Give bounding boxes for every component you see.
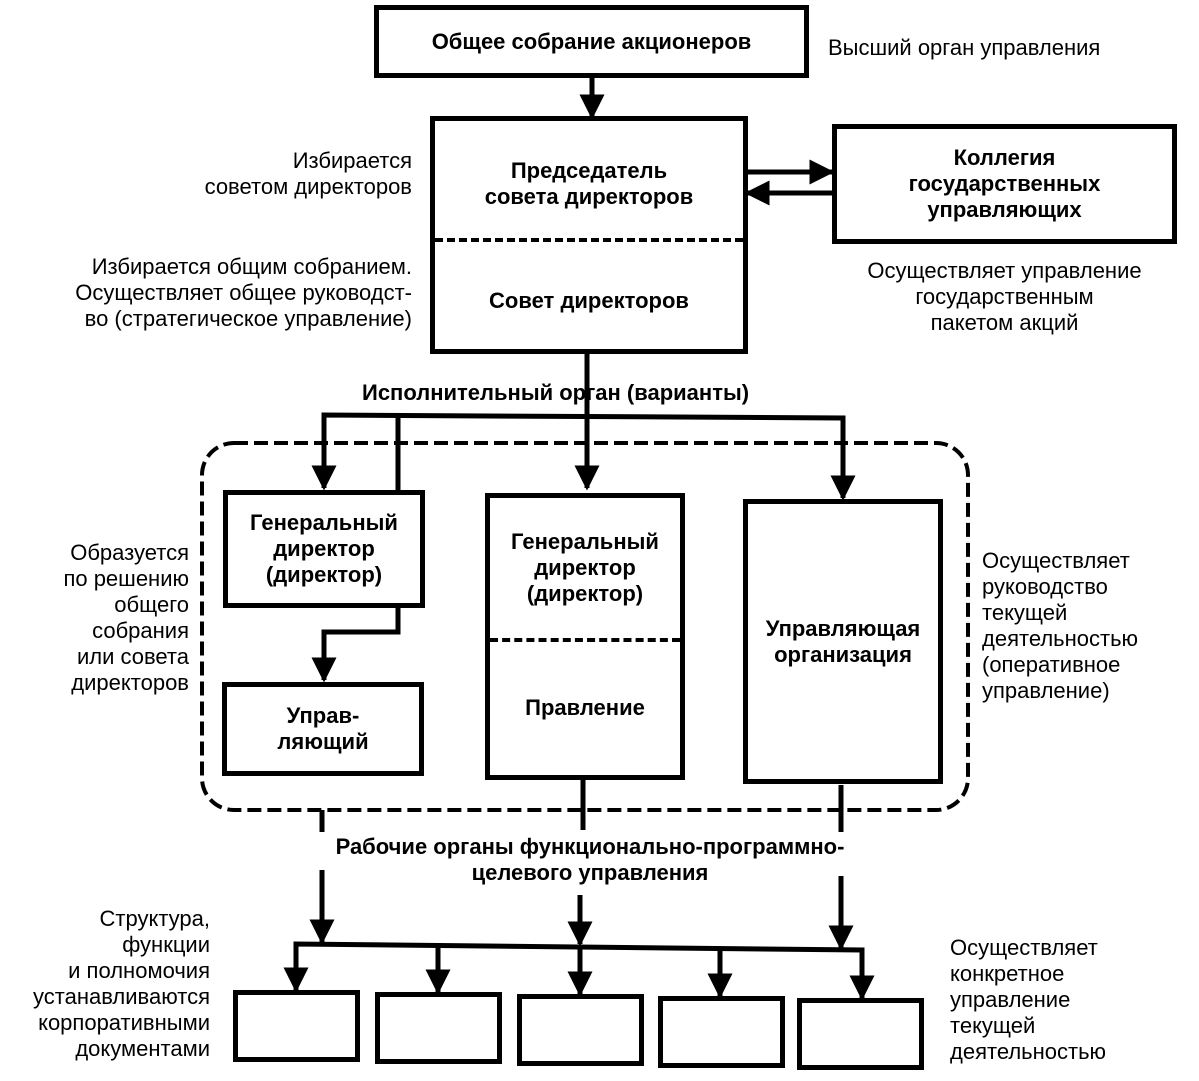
gen-director-2-label: Генеральный директор (директор) [511, 529, 659, 606]
board-label: Совет директоров [489, 288, 689, 313]
management-org-box: Управляющая организация [743, 499, 943, 784]
gen-director-box-1: Генеральный директор (директор) [223, 490, 425, 608]
working-body-box-5 [797, 998, 924, 1070]
executive-variants-container [200, 441, 970, 812]
elected-by-board-note: Избирается советом директоров [204, 148, 412, 199]
chairman-board-divider [435, 238, 743, 242]
elected-by-meeting-note: Избирается общим собранием. Осуществляет… [75, 254, 412, 331]
working-body-box-3 [517, 994, 644, 1066]
working-body-box-1 [233, 990, 360, 1062]
formed-by-decision-note: Образуется по решению общего собрания ил… [63, 540, 189, 695]
executive-board-label: Правление [525, 695, 645, 720]
management-org-label: Управляющая организация [765, 615, 921, 667]
line-executive-bus [321, 412, 846, 498]
shareholders-meeting-box: Общее собрание акционеров [374, 5, 809, 78]
collegium-box: Коллегия государственных управляющих [832, 124, 1177, 244]
supreme-body-note: Высший орган управления [828, 35, 1101, 60]
shareholders-meeting-label: Общее собрание акционеров [431, 28, 752, 54]
executive-variants-text: Исполнительный орган (варианты) [362, 380, 750, 405]
gen-director-board-divider [490, 638, 680, 642]
chairman-label: Председатель совета директоров [484, 158, 694, 209]
gen-director-board-box: Генеральный директор (директор) Правлени… [485, 493, 685, 780]
executive-variants-title: Исполнительный орган (варианты) [362, 380, 749, 406]
working-body-box-4 [658, 996, 785, 1068]
working-bodies-title: Рабочие органы функционально-программно-… [335, 834, 845, 885]
corporate-docs-note: Структура, функции и полномочия устанавл… [33, 906, 210, 1061]
gen-director-1-label: Генеральный директор (директор) [250, 510, 398, 587]
current-activity-note: Осуществляет руководство текущей деятель… [982, 548, 1139, 703]
concrete-management-note: Осуществляет конкретное управление текущ… [950, 935, 1107, 1064]
state-package-note: Осуществляет управление государственным … [867, 258, 1142, 335]
working-body-box-2 [375, 992, 502, 1064]
collegium-label: Коллегия государственных управляющих [908, 145, 1101, 222]
manager-label: Управ- ляющий [277, 703, 369, 754]
manager-box: Управ- ляющий [222, 682, 424, 776]
board-of-directors-box: Председатель совета директоров Совет дир… [430, 116, 748, 354]
